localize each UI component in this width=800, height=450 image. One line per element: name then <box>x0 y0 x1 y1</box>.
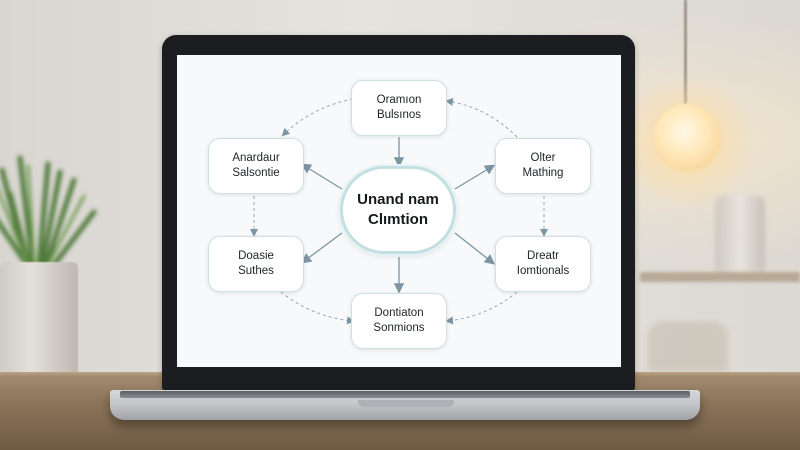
dashed-top-right-to-top <box>445 97 518 138</box>
node-bottom-line2: Sonmions <box>373 322 425 334</box>
node-bottom-right-line2: Iomtionals <box>516 265 570 277</box>
plant-pot <box>0 262 78 374</box>
node-bottom-left[interactable]: Doasie Suthes <box>208 236 304 292</box>
plant-leaves <box>0 155 97 280</box>
node-bottom-line1: Dontiaton <box>374 307 424 319</box>
node-bottom-left-line2: Suthes <box>238 265 274 277</box>
node-bottom-right-line1: Dreatr <box>527 250 559 262</box>
arrow-to-top-left <box>300 163 343 190</box>
node-top-line1: Oramıon <box>376 94 422 106</box>
dashed-top-to-top-left <box>281 98 354 137</box>
node-top-left-line2: Salsontie <box>232 167 280 179</box>
node-top-right[interactable]: Olter Mathing <box>495 138 591 194</box>
center-node[interactable]: Unand nam Clımtion <box>340 166 456 254</box>
dashed-bottom-right-to-bottom <box>445 291 518 325</box>
node-top-left-line1: Anardaur <box>232 152 280 164</box>
laptop-notch <box>358 400 454 407</box>
node-bottom-right[interactable]: Dreatr Iomtionals <box>495 236 591 292</box>
arrow-to-bottom-left <box>300 232 343 264</box>
center-node-line2: Clımtion <box>368 211 428 228</box>
node-top-line2: Bulsınos <box>376 109 422 121</box>
laptop-keyboard <box>120 391 690 398</box>
node-top-right-line2: Mathing <box>522 167 564 179</box>
node-top[interactable]: Oramıon Bulsınos <box>351 80 447 136</box>
vase <box>715 195 765 273</box>
pendant-lamp <box>653 104 721 172</box>
node-top-left[interactable]: Anardaur Salsontie <box>208 138 304 194</box>
node-top-right-line1: Olter <box>530 152 556 164</box>
arrow-to-bottom-right <box>454 232 496 265</box>
arrow-to-top-right <box>454 164 496 190</box>
chair <box>648 322 728 372</box>
node-bottom[interactable]: Dontiaton Sonmions <box>351 293 447 349</box>
center-node-line1: Unand nam <box>357 191 439 208</box>
dashed-bottom-left-to-bottom <box>280 291 355 325</box>
shelf <box>640 272 800 282</box>
node-bottom-left-line1: Doasie <box>238 250 274 262</box>
lamp-cord <box>684 0 687 104</box>
diagram-connectors <box>250 97 548 325</box>
laptop-screen: Oramıon Bulsınos Anardaur Salsontie Olte… <box>177 55 621 367</box>
